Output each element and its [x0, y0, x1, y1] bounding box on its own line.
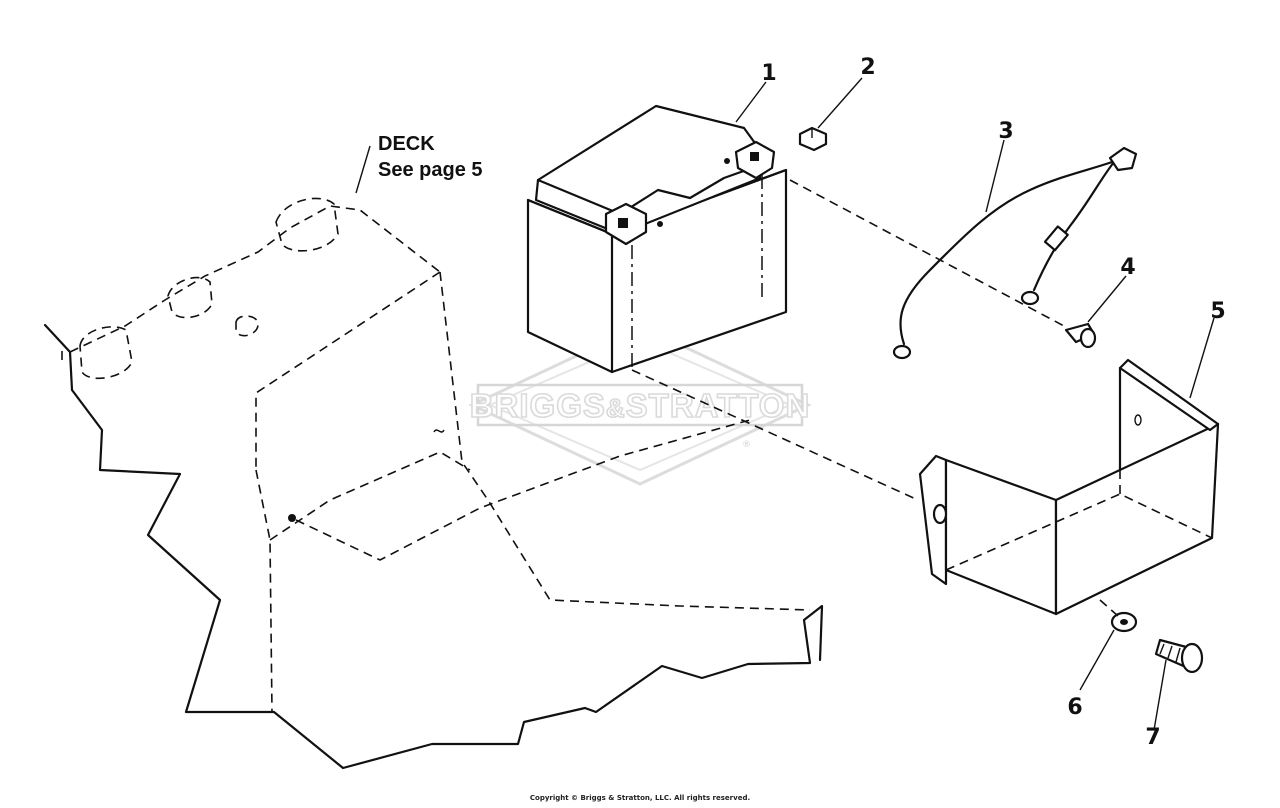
washer	[1110, 611, 1138, 633]
deck-label-reference: See page 5	[378, 159, 483, 181]
briggs-stratton-watermark: BRIGGS&STRATTON ®	[468, 324, 812, 486]
bolt	[1064, 322, 1097, 349]
callout-1: 1	[761, 61, 776, 86]
copyright-notice: Copyright © Briggs & Stratton, LLC. All …	[529, 794, 751, 802]
callout-5: 5	[1210, 299, 1225, 324]
battery-terminal-negative	[604, 202, 648, 246]
battery-bracket	[918, 358, 1220, 616]
watermark-brand-text: BRIGGS&STRATTON	[470, 387, 811, 424]
leader-lines	[735, 77, 1215, 731]
deck-label-title: DECK	[378, 133, 435, 155]
battery-terminal-positive	[734, 140, 776, 180]
battery	[526, 104, 788, 374]
callout-2: 2	[860, 55, 875, 80]
deck-label: DECK See page 5	[378, 133, 483, 181]
callout-6: 6	[1067, 695, 1082, 720]
watermark-registered-mark: ®	[742, 440, 751, 450]
terminal-nut	[798, 126, 828, 152]
screw	[1154, 638, 1204, 674]
deck-frame	[43, 145, 824, 770]
battery-cable	[892, 146, 1138, 360]
callout-4: 4	[1120, 255, 1135, 280]
callout-3: 3	[998, 119, 1013, 144]
callout-7: 7	[1145, 725, 1160, 750]
assembly-lines	[631, 179, 1119, 617]
